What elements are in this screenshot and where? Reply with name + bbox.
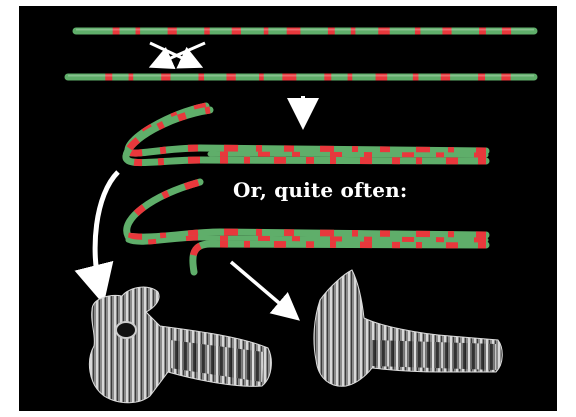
unpaired-chromosome-bottom xyxy=(68,76,534,77)
unpaired-chromosome-top xyxy=(76,30,534,31)
caption-text: Or, quite often: xyxy=(233,178,408,202)
